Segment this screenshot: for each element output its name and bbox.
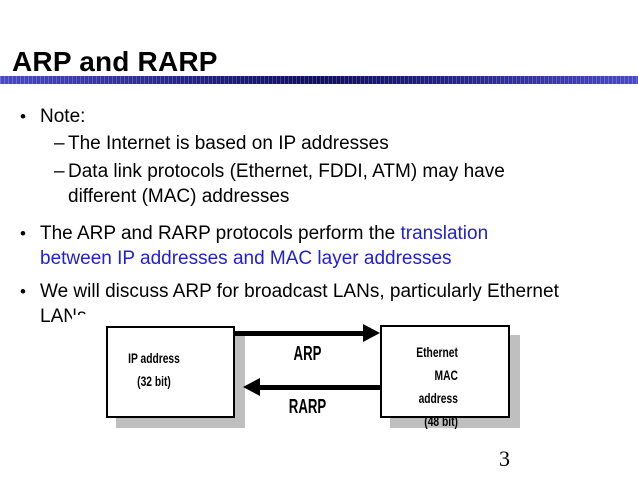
arp-arrow-right-icon (363, 324, 380, 342)
bullet-text-segment: translation (400, 223, 489, 244)
bullet-item: •The ARP and RARP protocols perform the … (0, 221, 638, 271)
bullet-text-segment: between IP addresses and MAC layer addre… (40, 248, 452, 269)
bullet-marker: • (20, 282, 26, 301)
bullet-text-segment: Note: (40, 106, 86, 127)
bullet-item: –Data link protocols (Ethernet, FDDI, AT… (0, 159, 638, 209)
ip-address-box-label: IP address (32 bit) (128, 351, 180, 389)
bullet-text-segment: Data link protocols (Ethernet, FDDI, ATM… (68, 161, 505, 182)
dash-marker: – (54, 133, 65, 154)
bullet-item: –The Internet is based on IP addresses (0, 131, 638, 156)
rarp-arrow-line (258, 385, 380, 390)
ethernet-mac-box-label: Ethernet MAC address (48 bit) (416, 345, 458, 429)
title-divider-bar (0, 76, 638, 84)
bullet-marker: • (20, 107, 26, 126)
arp-arrow-label: ARP (293, 343, 322, 365)
rarp-arrow-label: RARP (288, 396, 327, 418)
ip-address-box: IP address (32 bit) (106, 326, 235, 418)
page-number: 3 (499, 446, 510, 471)
ethernet-mac-box: Ethernet MAC address (48 bit) (380, 325, 510, 429)
arp-arrow-line (235, 331, 365, 336)
bullet-text-segment: The Internet is based on IP addresses (68, 133, 389, 154)
slide-title: ARP and RARP (12, 45, 218, 77)
dash-marker: – (54, 161, 65, 182)
arp-rarp-diagram: IP address (32 bit) Ethernet MAC address… (72, 315, 572, 447)
rarp-arrow-left-icon (243, 378, 260, 396)
bullet-list: • Note: –The Internet is based on IP addre… (0, 100, 638, 329)
bullet-text-segment: The ARP and RARP protocols perform the (40, 223, 401, 244)
bullet-item: • Note: (0, 104, 638, 129)
bullet-marker: • (20, 224, 26, 243)
bullet-text-segment: We will discuss ARP for broadcast LANs, … (40, 281, 559, 302)
bullet-text-segment: different (MAC) addresses (68, 186, 290, 207)
